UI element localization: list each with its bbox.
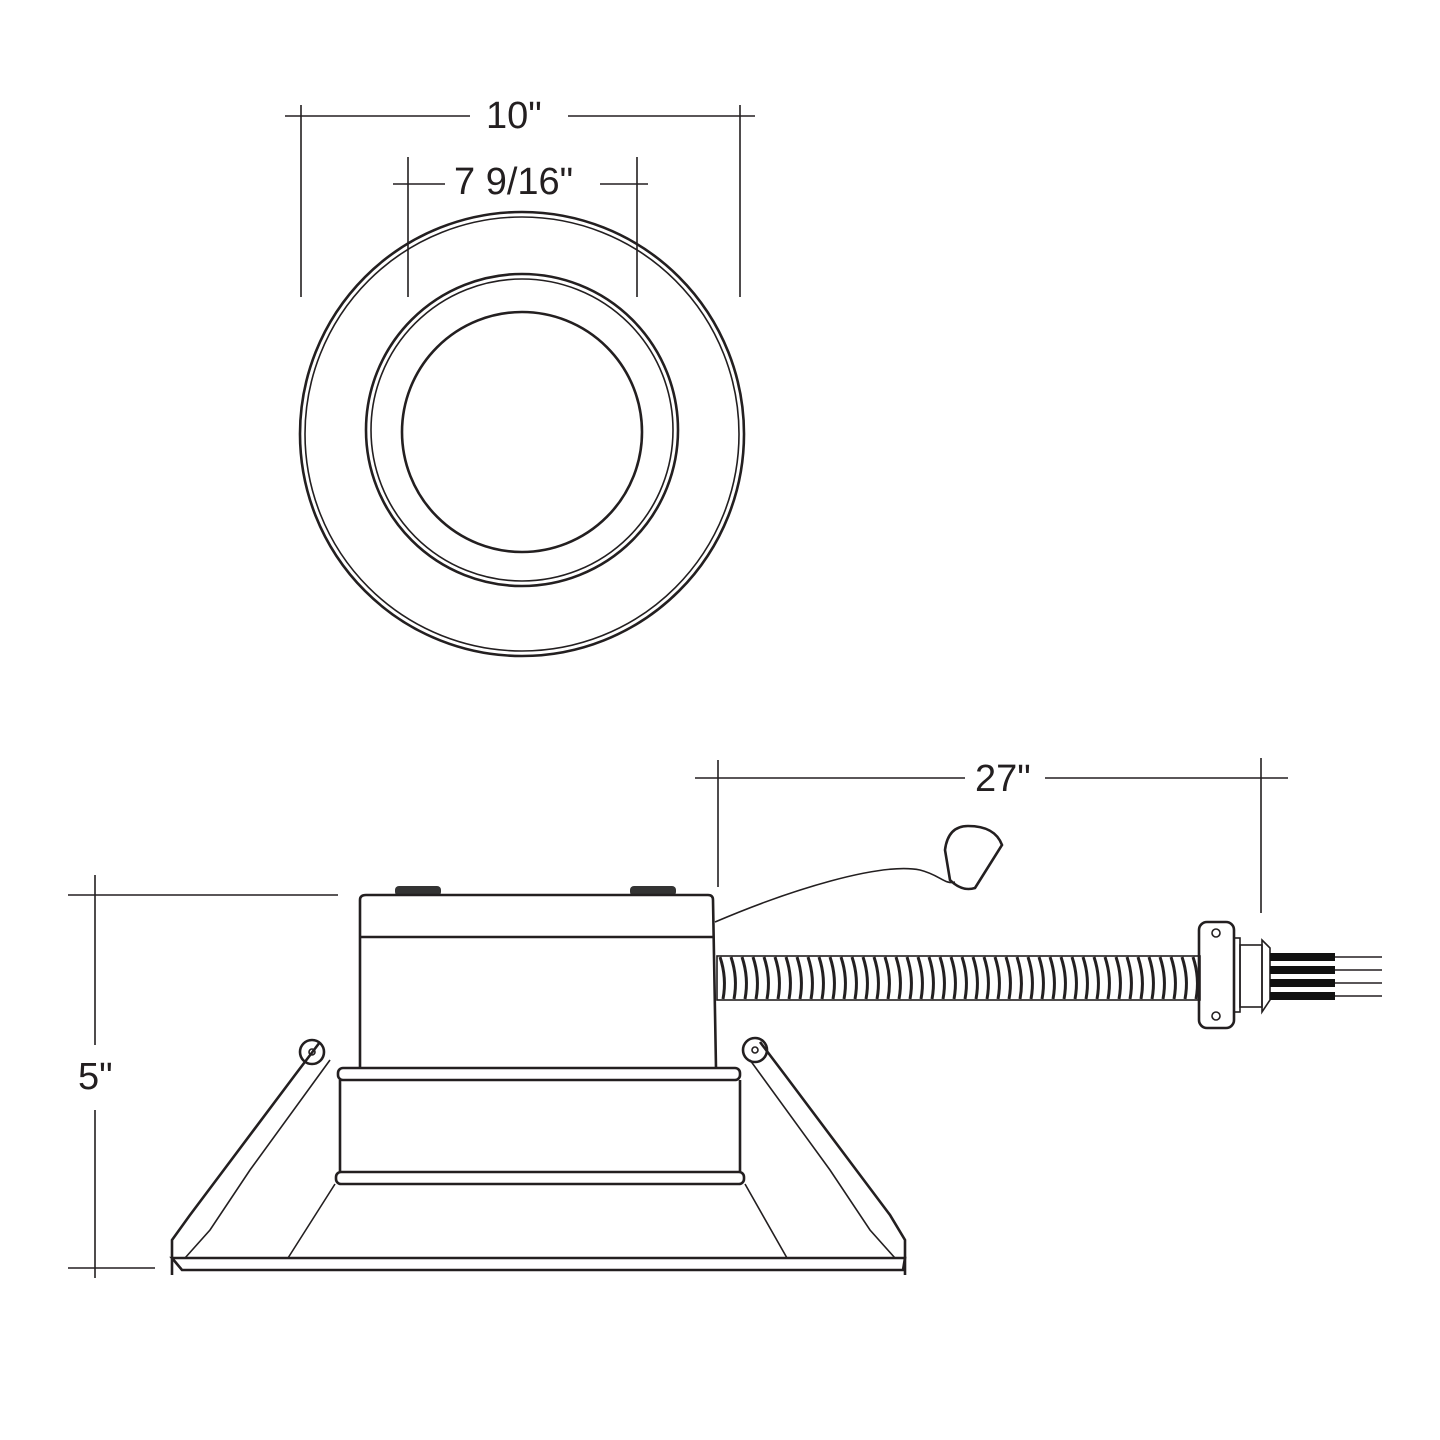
conduit-ridge [762,956,770,1000]
torsion-spring-right [758,1041,907,1275]
driver-housing [358,893,718,1069]
conduit-ridge [894,956,902,1000]
conduit-ridge [971,956,979,1000]
trim-flange [169,1256,907,1272]
conduit-ridge [1026,956,1034,1000]
connector [1197,920,1382,1030]
conduit-ridge [1004,956,1012,1000]
conduit-ridge [828,956,836,1000]
conduit-ridge [839,956,847,1000]
conduit-ridge [1125,956,1133,1000]
conduit-ridge [1015,956,1023,1000]
carabiner [943,824,1004,891]
conduit-ridge [1059,956,1067,1000]
clip-tab [395,886,441,896]
conduit-ridge [1081,956,1089,1000]
conduit-ridge [850,956,858,1000]
conduit-ridge [1070,956,1078,1000]
conduit-ridge [938,956,946,1000]
conduit-ridge [883,956,891,1000]
conduit-ridge [740,956,748,1000]
conduit-ridge [795,956,803,1000]
conduit-ridge [949,956,957,1000]
conduit-ridge [817,956,825,1000]
conduit-ridge [1136,956,1144,1000]
conduit-ridge [1169,956,1177,1000]
lens-circle [400,310,644,554]
trim-top-band [336,1066,742,1082]
conduit-ridge [1191,956,1199,1000]
conduit-ridge [982,956,990,1000]
conduit-ridge [927,956,935,1000]
outer-trim-circle [298,210,746,658]
side-view [169,886,907,1275]
conduit-ridge [1180,956,1188,1000]
conduit-ridge [1103,956,1111,1000]
safety-cable [714,867,956,923]
outer-diameter-label: 10" [486,95,542,137]
conduit-ridge [1158,956,1166,1000]
height-label: 5" [78,1056,113,1098]
conduit-ridge [872,956,880,1000]
conduit-ridge [1114,956,1122,1000]
conduit-ridge [806,956,814,1000]
dimension-7-9-16-lines [393,157,648,297]
conduit-ridge [784,956,792,1000]
cable-length-label: 27" [975,758,1031,800]
torsion-spring-left [170,1041,322,1275]
conduit-ridge [1147,956,1155,1000]
conduit-ridge [916,956,924,1000]
middle-ring-circle [364,272,680,588]
dimension-5in-lines [68,875,338,1278]
conduit-ridge [773,956,781,1000]
conduit-ridge [993,956,1001,1000]
conduit-ridge [1048,956,1056,1000]
lead-wires [1270,953,1382,1000]
cutout-diameter-label: 7 9/16" [454,161,574,203]
top-view [298,210,746,658]
conduit-ridge [861,956,869,1000]
conduit-ridge [718,956,726,1000]
conduit-ridge [751,956,759,1000]
dimension-27in-lines [695,758,1288,913]
conduit-ridge [1092,956,1100,1000]
conduit-ridge [905,956,913,1000]
conduit-ridge [1037,956,1045,1000]
conduit-ridge [960,956,968,1000]
flexible-conduit [716,955,1201,1001]
clip-tab [630,886,676,896]
conduit-ridge [729,956,737,1000]
dimension-10in-lines [285,105,755,297]
